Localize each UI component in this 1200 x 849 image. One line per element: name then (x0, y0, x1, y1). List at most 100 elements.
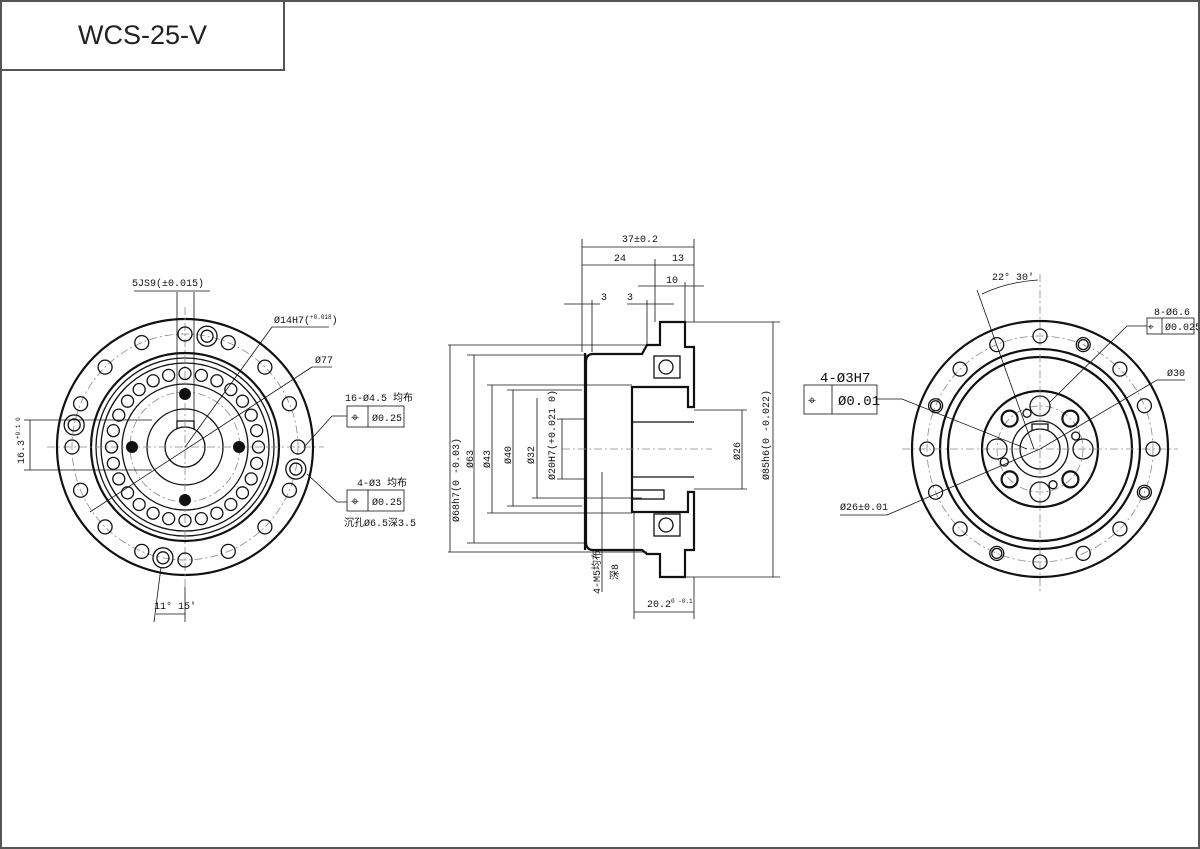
front-view: 5JS9(±0.015) Ø14H7(+0.018) Ø77 16.3+0.1 … (15, 278, 416, 623)
counterbore-label: 沉孔Ø6.5深3.5 (344, 516, 416, 530)
roller (132, 497, 146, 512)
small-hole (1138, 486, 1151, 498)
small-hole (929, 400, 942, 412)
position-icon: ⌖ (808, 394, 816, 410)
bolt-hole (1112, 361, 1128, 377)
title-block: WCS-25-V (2, 2, 285, 71)
pins-tol: Ø0.01 (838, 394, 880, 410)
bolt-hole (1136, 484, 1153, 500)
holes-8-label: 8-Ø6.6 (1154, 307, 1190, 319)
bolt-hole (1075, 545, 1091, 562)
model-title: WCS-25-V (77, 20, 207, 50)
small-hole (991, 547, 1003, 560)
section-view: 37±0.2 24 13 10 3 3 Ø68h7(0 -0.03) Ø63 Ø… (448, 235, 780, 619)
roller (210, 374, 224, 388)
counterbore-hole (196, 325, 218, 347)
length-10: 10 (666, 276, 678, 287)
roller (178, 513, 192, 528)
bolt-hole (177, 552, 193, 568)
bolt-hole (1032, 554, 1048, 570)
bearing-ball (658, 359, 674, 375)
roller (250, 456, 264, 471)
diameter-63: Ø63 (465, 450, 477, 468)
roller (106, 456, 120, 471)
holes-4-label: 4-Ø3 均布 (357, 477, 407, 490)
roller (224, 497, 238, 512)
counterbore-inner (156, 551, 170, 565)
length-13: 13 (672, 254, 684, 265)
bolt-hole (952, 361, 968, 377)
diameter-32: Ø32 (526, 446, 538, 464)
angle-dim: 22° 30' (992, 272, 1034, 284)
roller (244, 408, 258, 422)
roller (112, 408, 126, 422)
holes-4-tol: Ø0.25 (372, 497, 402, 509)
counterbore-hole (63, 414, 85, 436)
bolt-hole (281, 396, 298, 412)
counterbore-hole (1000, 470, 1019, 489)
bolt-hole (72, 482, 89, 498)
thread-hole (631, 489, 665, 500)
keyway (176, 420, 195, 429)
angle-ref-line (976, 289, 1035, 450)
pin-hole (1071, 431, 1081, 441)
bore-dim: Ø14H7(+0.018) (274, 314, 338, 327)
roller (132, 382, 146, 397)
diameter-68: Ø68h7(0 -0.03) (451, 438, 463, 522)
bolt-hole (64, 439, 80, 455)
key-height-dim: 16.3+0.1 0 (15, 417, 28, 464)
bolt-hole (1145, 441, 1161, 457)
position-icon: ⌖ (1148, 323, 1154, 334)
bearing-upper (653, 355, 681, 379)
length-3a: 3 (601, 293, 607, 304)
roller (161, 368, 176, 382)
length-3b: 3 (627, 293, 633, 304)
length-24: 24 (614, 254, 626, 265)
counterbore-hole (285, 458, 307, 480)
roller (178, 366, 192, 381)
roller (146, 374, 160, 388)
keyway-dim: 5JS9(±0.015) (132, 278, 204, 290)
roller (106, 423, 120, 438)
counterbore-hole (1000, 409, 1019, 428)
housing-outline (583, 320, 696, 579)
overall-length: 37±0.2 (622, 235, 658, 246)
bolt-hole (989, 545, 1005, 562)
mounting-hole (1072, 438, 1094, 460)
bolt-hole (952, 521, 968, 537)
mounting-hole (986, 438, 1008, 460)
length-20-2: 20.20 -0.1 (647, 598, 693, 611)
pin-hole (126, 441, 138, 453)
bolt-hole (989, 336, 1005, 353)
bolt-hole (1112, 521, 1128, 537)
counterbore-hole (1061, 470, 1080, 489)
bolt-hole (927, 484, 944, 500)
roller (250, 423, 264, 438)
counterbore-hole (1061, 409, 1080, 428)
bolt-hole (919, 441, 935, 457)
bolt-hole (220, 543, 236, 560)
small-hole (1077, 338, 1089, 351)
diameter-26: Ø26 (732, 442, 744, 460)
bolt-hole (257, 359, 273, 375)
bearing-ball (658, 517, 674, 533)
bolt-hole (72, 396, 89, 412)
mounting-hole (1029, 395, 1051, 417)
counterbore-inner (67, 418, 81, 432)
roller (210, 506, 224, 520)
diameter-85: Ø85h6(0 -0.022) (761, 390, 773, 480)
pin-hole (999, 457, 1009, 467)
bolt-hole (1136, 398, 1153, 414)
bolt-hole (220, 334, 236, 351)
pin-hole (1048, 480, 1058, 490)
counterbore-hole (152, 547, 174, 569)
diameter-26: Ø26±0.01 (840, 502, 888, 514)
holes-16-label: 16-Ø4.5 均布 (345, 392, 413, 405)
bolt-hole (134, 334, 150, 351)
roller (251, 440, 266, 454)
diameter-20: Ø20H7(+0.021 0) (547, 390, 559, 480)
roller (194, 512, 209, 526)
thread-label: 4-M5均布 (591, 550, 604, 594)
